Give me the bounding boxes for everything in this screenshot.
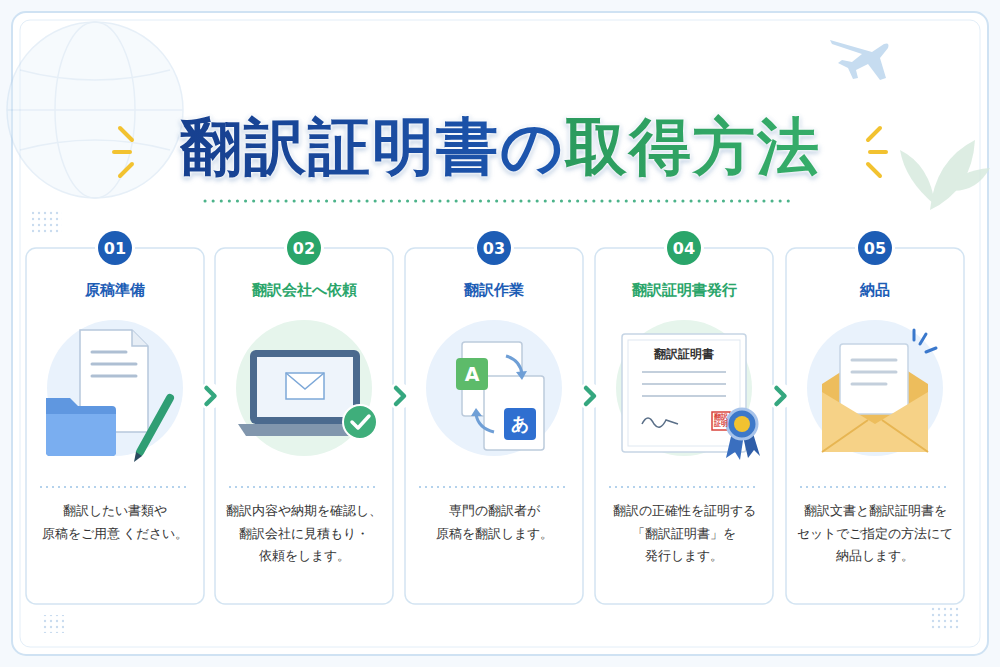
step-description: 翻訳したい書類や 原稿をご用意 ください。 <box>32 500 198 545</box>
step-heading: 納品 <box>786 280 964 301</box>
step-arrow <box>576 383 602 409</box>
step-description: 翻訳文書と翻訳証明書を セットでご指定の方法にて 納品します。 <box>792 500 958 568</box>
step-heading: 翻訳会社へ依頼 <box>215 280 393 301</box>
step-number-circle: 02 <box>287 231 321 265</box>
step-number: 01 <box>104 239 126 258</box>
step-card: 納品翻訳文書と翻訳証明書を セットでご指定の方法にて 納品します。05 <box>786 248 964 604</box>
step-number: 03 <box>483 239 505 258</box>
title-wrap: 翻訳証明書の取得方法 <box>0 110 1000 184</box>
step-card: 翻訳会社へ依頼翻訳内容や納期を確認し、 翻訳会社に見積もり・ 依頼をします。02 <box>215 248 393 604</box>
step-arrow <box>386 383 412 409</box>
step-description: 翻訳内容や納期を確認し、 翻訳会社に見積もり・ 依頼をします。 <box>221 500 387 568</box>
icon-letter: A <box>465 363 480 385</box>
step-arrow <box>197 383 223 409</box>
step-heading: 原稿準備 <box>26 280 204 301</box>
step-card: 翻訳証明書発行翻訳の正確性を証明する 「翻訳証明書」を 発行します。04 <box>595 248 773 604</box>
step-number-circle: 05 <box>858 231 892 265</box>
step-description: 専門の翻訳者が 原稿を翻訳します。 <box>411 500 577 545</box>
certificate-heading: 翻訳証明書 <box>654 346 714 363</box>
step-description: 翻訳の正確性を証明する 「翻訳証明書」を 発行します。 <box>601 500 767 568</box>
step-number: 04 <box>673 239 695 258</box>
step-heading: 翻訳証明書発行 <box>595 280 773 301</box>
step-number-circle: 03 <box>477 231 511 265</box>
stamp-text: 翻訳証明 <box>714 414 728 428</box>
step-card: 翻訳作業専門の翻訳者が 原稿を翻訳します。03 <box>405 248 583 604</box>
step-heading: 翻訳作業 <box>405 280 583 301</box>
icon-letter: あ <box>511 412 529 436</box>
step-number: 05 <box>864 239 886 258</box>
step-number-circle: 04 <box>667 231 701 265</box>
step-card: 原稿準備翻訳したい書類や 原稿をご用意 ください。01 <box>26 248 204 604</box>
step-number-circle: 01 <box>98 231 132 265</box>
step-number: 02 <box>293 239 315 258</box>
step-arrow <box>767 383 793 409</box>
title: 翻訳証明書の取得方法 <box>180 110 821 184</box>
